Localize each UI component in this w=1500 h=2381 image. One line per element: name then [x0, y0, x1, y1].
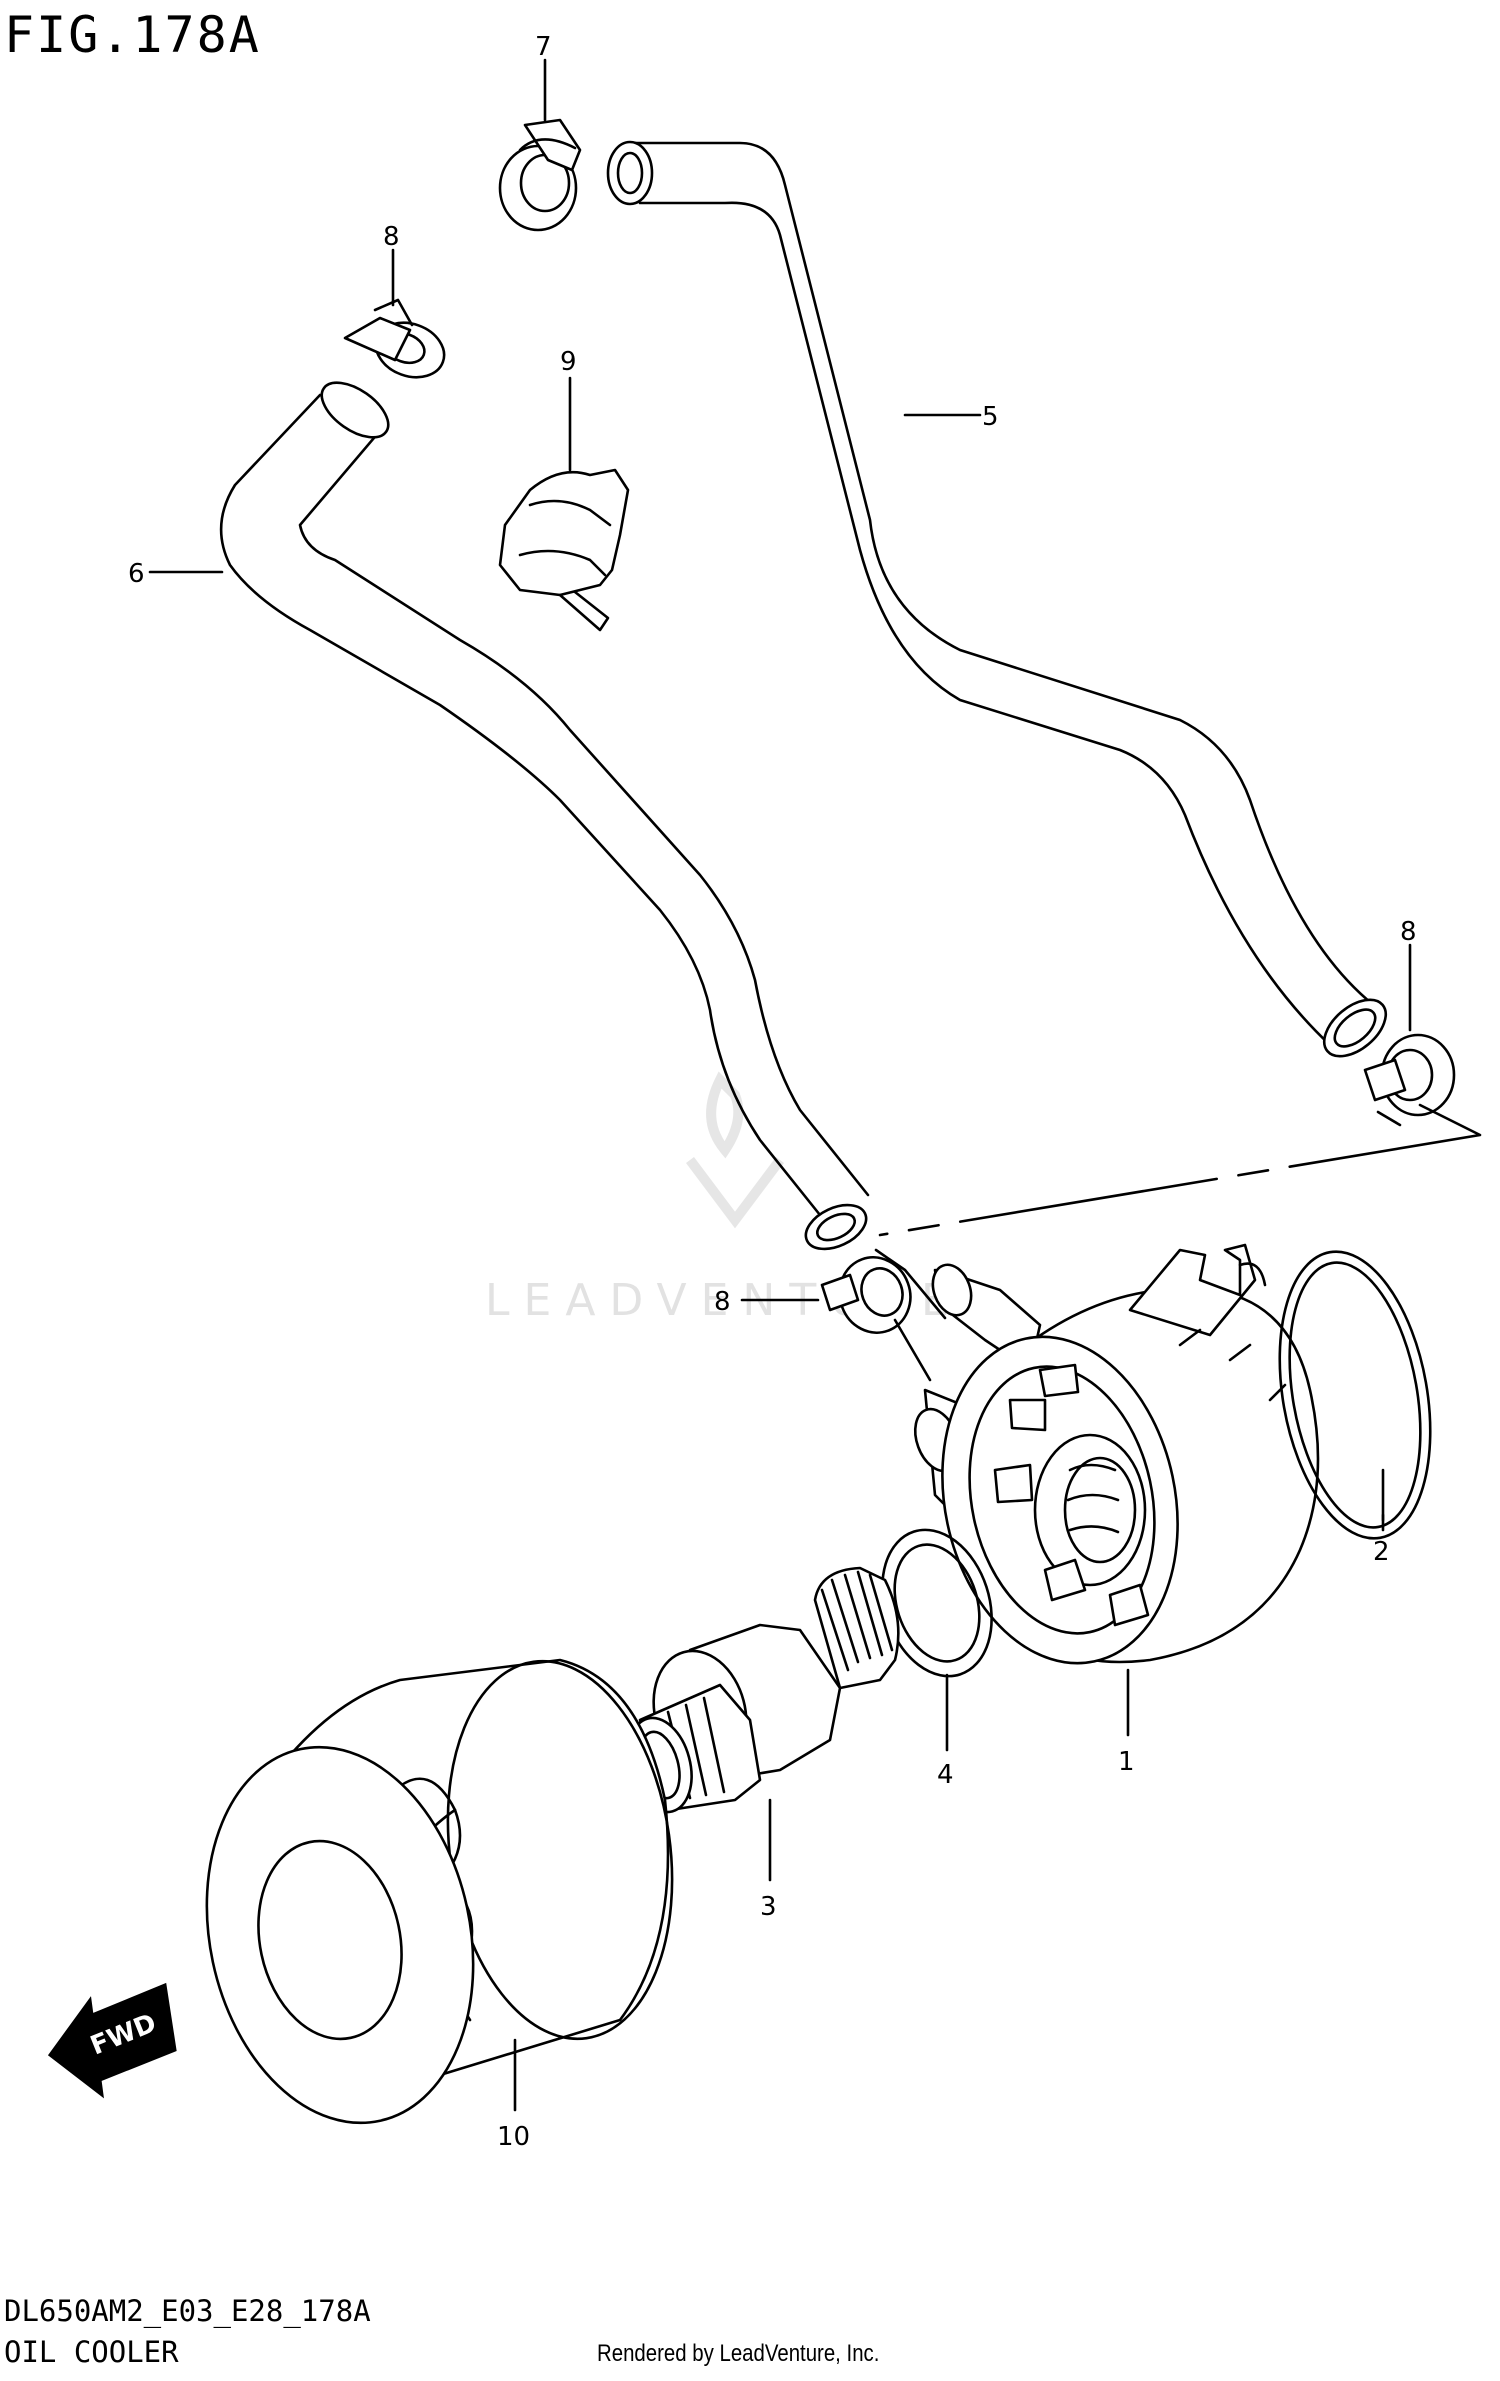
- oil-filter-10[interactable]: [173, 1647, 695, 2148]
- union-bolt-3[interactable]: [619, 1566, 900, 1819]
- o-ring-2[interactable]: [1259, 1240, 1451, 1551]
- callout-numbers: 7 8 9 6 5 8 8 2 1 4 3 10: [128, 32, 1417, 2152]
- hose-clamp-8-left[interactable]: [343, 298, 452, 386]
- callout-8-lower: 8: [714, 1287, 731, 1317]
- oil-hose-6[interactable]: [219, 372, 873, 1258]
- hose-routing-line-lower: [874, 1248, 947, 1320]
- clamp-bracket-9[interactable]: [498, 468, 630, 632]
- model-code: DL650AM2_E03_E28_178A: [4, 2294, 371, 2328]
- hose-clamp-8-lower[interactable]: [820, 1247, 921, 1342]
- render-credit: Rendered by LeadVenture, Inc.: [597, 2340, 880, 2367]
- callout-4: 4: [937, 1760, 954, 1790]
- leader-lines: [148, 58, 1412, 2112]
- callout-8-upper: 8: [383, 222, 400, 252]
- callout-10: 10: [497, 2122, 530, 2152]
- diagram-name: OIL COOLER: [4, 2335, 179, 2369]
- callout-7: 7: [535, 32, 552, 62]
- hose-clamp-8-right[interactable]: [1363, 1033, 1456, 1127]
- oil-hose-5[interactable]: [606, 140, 1396, 1067]
- figure-title: FIG.178A: [4, 6, 261, 64]
- hose-routing-line: [878, 1103, 1482, 1237]
- oil-cooler-1[interactable]: [893, 1243, 1320, 1685]
- callout-6: 6: [128, 559, 145, 589]
- forward-direction-arrow: FWD: [47, 1982, 177, 2099]
- callout-8-right: 8: [1400, 917, 1417, 947]
- callout-5: 5: [982, 402, 999, 432]
- callout-2: 2: [1373, 1537, 1390, 1567]
- callout-1: 1: [1118, 1747, 1135, 1777]
- callout-3: 3: [760, 1892, 777, 1922]
- hose-clamp-7[interactable]: [498, 118, 582, 232]
- callout-9: 9: [560, 347, 577, 377]
